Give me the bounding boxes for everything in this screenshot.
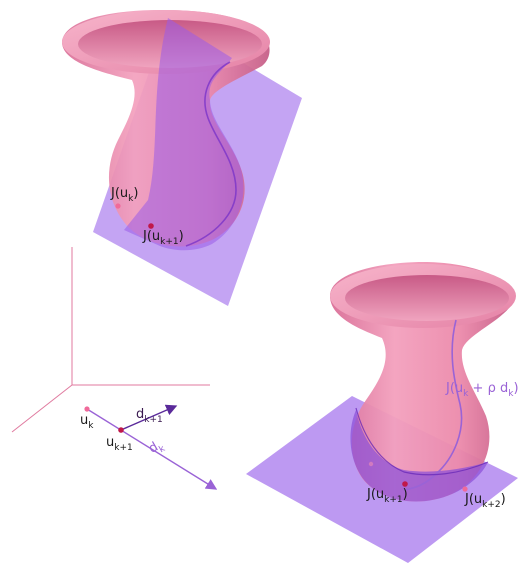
axes-group: uk uk+1 dk+1 dk [12, 247, 216, 489]
label-dk: dk [146, 437, 167, 460]
bottom-vase-opening [345, 275, 509, 321]
point-J-uk1-b [402, 481, 408, 487]
bottom-vase-group: J(uk + ρ dk) J(uk+1) J(uk+2) [246, 262, 519, 563]
label-uk: uk [80, 413, 94, 431]
point-uk1 [118, 427, 124, 433]
point-bottom-faint [369, 462, 373, 466]
point-J-uk2 [462, 486, 467, 491]
label-uk1: uk+1 [106, 435, 133, 453]
point-J-uk1 [148, 223, 154, 229]
point-J-uk [115, 203, 120, 208]
top-vase-group: J(uk) J(uk+1) [62, 10, 302, 306]
axis-x [12, 385, 72, 432]
point-uk [84, 406, 89, 411]
